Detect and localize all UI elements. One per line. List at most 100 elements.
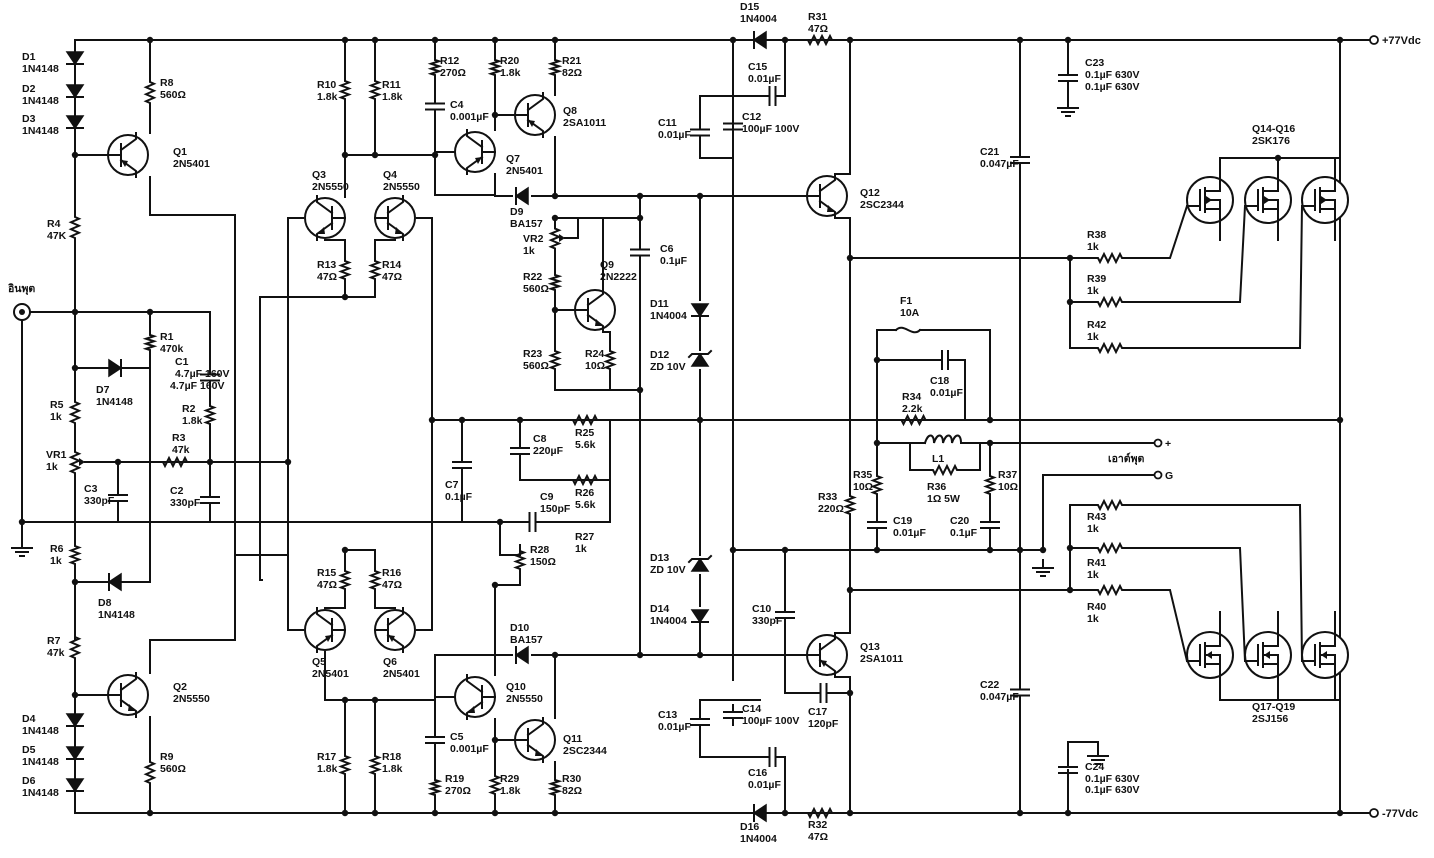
emitter-arrow <box>475 157 482 164</box>
wire <box>1134 204 1189 259</box>
ref-label-r18: R18 <box>382 751 401 763</box>
value-label-r14: 47Ω <box>382 271 402 283</box>
ref-label-c14: C14 <box>742 703 761 715</box>
emitter-arrow <box>827 205 835 212</box>
resistor-r20 <box>487 54 503 81</box>
junction-dot <box>491 809 499 817</box>
mosfet-arrow <box>1264 651 1270 659</box>
junction-dot <box>206 458 214 466</box>
diode-bar <box>687 554 713 564</box>
positive-rail-label: +77Vdc <box>1382 35 1421 47</box>
wire <box>324 651 436 701</box>
mosfet-q18 <box>1244 631 1292 679</box>
wire <box>416 217 433 421</box>
ref-label-r15: R15 <box>317 567 336 579</box>
resistor-vr2 <box>548 221 562 256</box>
value-label-d9: BA157 <box>510 218 543 230</box>
capacitor-c4 <box>425 94 445 119</box>
resistor-r36 <box>909 463 981 477</box>
junction-dot <box>873 546 881 554</box>
diode-d16 <box>752 803 767 823</box>
ref-label-r30: R30 <box>562 773 581 785</box>
diode-triangle <box>514 645 529 665</box>
value-label-c3: 330pF <box>84 495 115 507</box>
ref-label-q9: Q9 <box>600 259 614 271</box>
value-label-c1: 4.7µF 160V <box>170 380 225 392</box>
value-label-r1: 470k <box>160 343 184 355</box>
value-label-d3: 1N4148 <box>22 125 59 137</box>
junction-dot <box>636 651 644 659</box>
value-label-q11: 2SC2344 <box>563 745 607 757</box>
ref-label-r32: R32 <box>808 819 827 831</box>
ref-label-vr2: VR2 <box>523 233 544 245</box>
value-label-r18: 1.8k <box>382 763 403 775</box>
ref-label-q8: Q8 <box>563 105 577 117</box>
wire <box>1219 157 1341 178</box>
resistor-r11 <box>368 74 382 106</box>
mosfet-arrow <box>1321 651 1327 659</box>
transistor-q13 <box>806 632 848 678</box>
ref-label-c13: C13 <box>658 709 677 721</box>
capacitor-c11 <box>690 119 710 146</box>
value-label-r26: 5.6k <box>575 499 596 511</box>
value-label-c17: 120pF <box>808 718 839 730</box>
value-label-r24: 10Ω <box>585 360 605 372</box>
ref-label-d15: D15 <box>740 1 759 13</box>
value-label-r12: 270Ω <box>440 67 466 79</box>
ref-label-r25: R25 <box>575 427 594 439</box>
resistor-r7 <box>68 629 82 666</box>
resistor-r6 <box>68 539 82 571</box>
junction-dot <box>696 192 704 200</box>
mosfet-q16 <box>1301 176 1349 224</box>
wire <box>374 594 396 609</box>
ref-label-c6: C6 <box>660 243 674 255</box>
diode-triangle <box>690 303 710 318</box>
transistor-leads <box>514 717 544 763</box>
ref-label-d12: D12 <box>650 349 669 361</box>
ref-label-r22: R22 <box>523 271 542 283</box>
wire <box>434 117 496 196</box>
resistor-r28 <box>513 544 527 576</box>
resistor-r14 <box>368 254 382 286</box>
junction-dot <box>1064 809 1072 817</box>
ref-label-q13: Q13 <box>860 641 880 653</box>
ref-label-c18: C18 <box>930 375 949 387</box>
value-label-c11: 0.01µF <box>658 129 691 141</box>
capacitor-c22 <box>1010 679 1030 706</box>
mosfet-arrow <box>1206 651 1212 659</box>
ref-label-r27: R27 <box>575 531 594 543</box>
value-label-r38: 1k <box>1087 241 1099 253</box>
value-label-c18: 0.01µF <box>930 387 963 399</box>
ref-label-r28: R28 <box>530 544 549 556</box>
ref-label-d4: D4 <box>22 713 36 725</box>
ref-label-c10: C10 <box>752 603 771 615</box>
transistor-leads <box>316 607 346 653</box>
value-label-q4: 2N5550 <box>383 181 420 193</box>
mosfet-leads <box>1244 176 1279 224</box>
wire <box>287 217 304 463</box>
value-label-r33: 220Ω <box>818 503 844 515</box>
input-jack-center <box>19 309 25 315</box>
ref-label-r34: R34 <box>902 391 921 403</box>
resistor-vr1 <box>68 444 82 481</box>
positive-rail-terminal <box>1369 35 1379 45</box>
value-label-r17: 1.8k <box>317 763 338 775</box>
mosfet-leads <box>1301 631 1336 679</box>
ref-label-r1: R1 <box>160 331 174 343</box>
ref-label-q17-q19: Q17-Q19 <box>1252 701 1295 713</box>
ref-label-r29: R29 <box>500 773 519 785</box>
value-label-c14: 100µF 100V <box>742 715 799 727</box>
emitter-arrow <box>317 227 325 234</box>
transistor-q9 <box>574 287 616 333</box>
resistor-r42 <box>1084 341 1136 355</box>
capacitor-c14 <box>723 704 743 726</box>
wire <box>494 574 521 586</box>
value-label-c6: 0.1µF <box>660 255 688 267</box>
ref-label-d14: D14 <box>650 603 669 615</box>
capacitor-c12 <box>723 114 743 139</box>
transistor-leads <box>466 674 496 720</box>
value-label-vr1: 1k <box>46 461 58 473</box>
ref-label-d10: D10 <box>510 622 529 634</box>
resistor-r2 <box>203 399 217 431</box>
value-label-r36: 1Ω 5W <box>927 493 960 505</box>
